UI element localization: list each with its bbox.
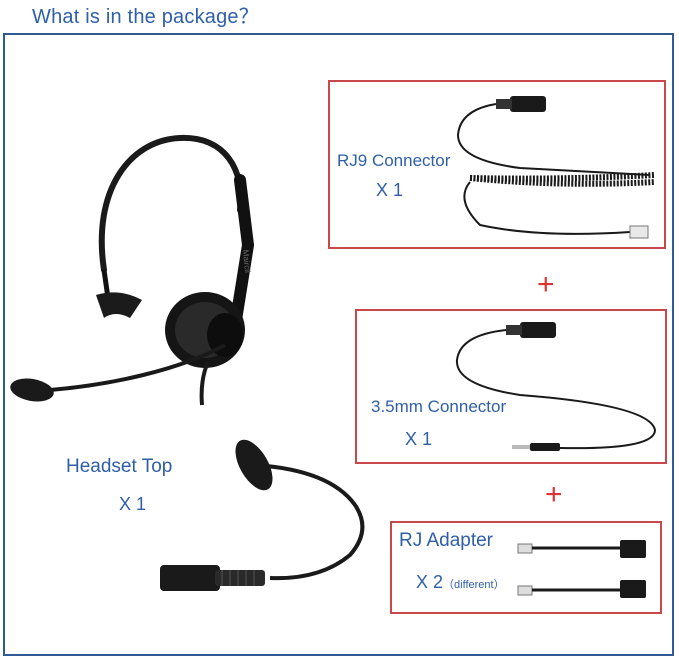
3-5mm-connector-qty: X 1 — [405, 429, 433, 449]
page-title: What is in the package？ — [32, 6, 259, 28]
3-5mm-connector-label: 3.5mm Connector — [371, 397, 507, 416]
rj-adapter-note: （different） — [443, 579, 505, 591]
package-frame — [3, 33, 674, 656]
rj-adapter-qty: X 2（different） — [416, 572, 505, 593]
plus-sign-1: + — [537, 268, 555, 301]
headset-top-label: Headset Top — [66, 456, 173, 477]
rj-adapter-qty-value: X 2 — [416, 572, 444, 592]
rj-adapter-label: RJ Adapter — [399, 530, 493, 551]
rj9-connector-qty: X 1 — [376, 180, 404, 200]
svg-text:Maircli: Maircli — [241, 249, 252, 273]
plus-sign-2: + — [545, 478, 563, 511]
rj9-connector-label: RJ9 Connector — [337, 151, 451, 170]
rj-adapter-box — [390, 521, 662, 614]
headset-top-qty: X 1 — [119, 494, 147, 514]
